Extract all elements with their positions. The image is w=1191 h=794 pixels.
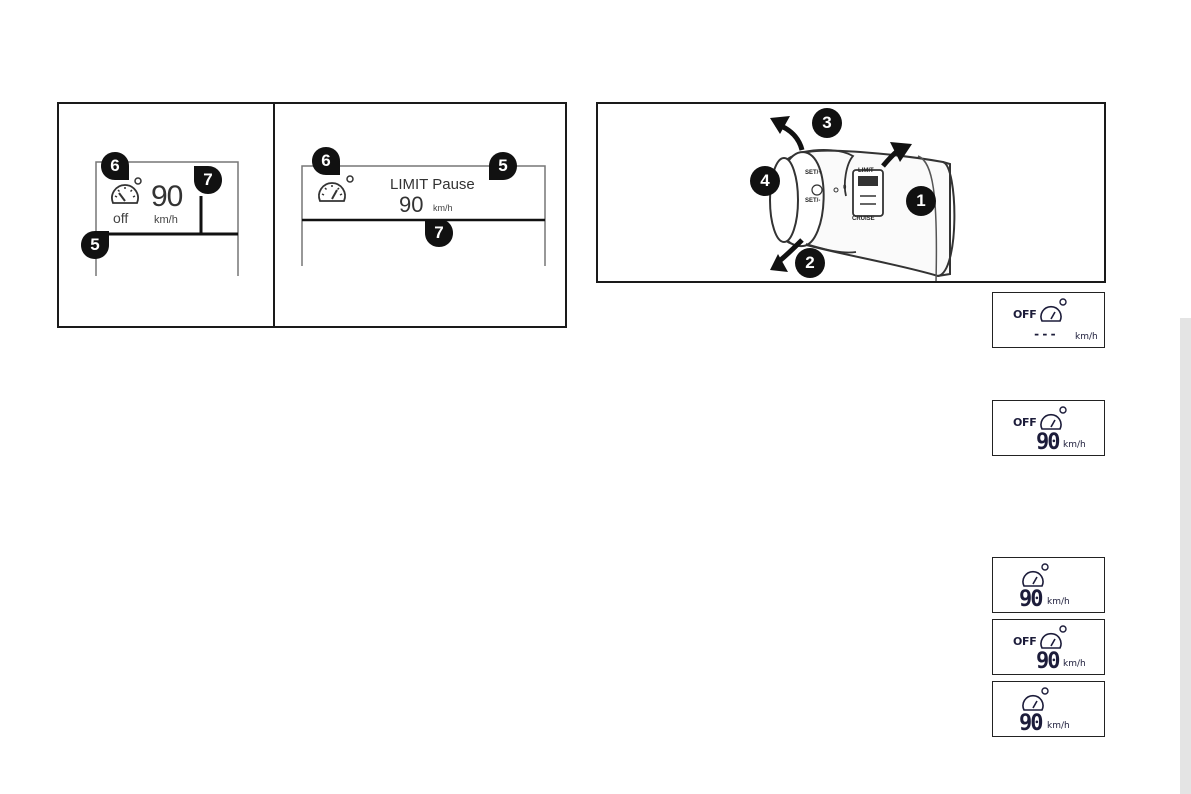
lcd-speed-unit: km/h (1063, 659, 1086, 669)
lcd-speed-value: 90 (1036, 649, 1060, 674)
stalk-label-limit: LIMIT (858, 168, 874, 174)
callout-badge-4: 4 (750, 166, 780, 196)
speedometer-icon (1040, 406, 1067, 430)
callout-badge-5: 5 (80, 230, 110, 260)
lcd-speed-unit: km/h (1047, 597, 1070, 607)
callout-badge-5: 5 (488, 151, 518, 181)
stalk-label-set-minus: SET/- (805, 198, 821, 204)
speedometer-icon (1022, 687, 1049, 711)
lcd-speed-value: 90 (1019, 711, 1043, 736)
callout-badge-7: 7 (193, 165, 223, 195)
limiter-speed-value: 90 (399, 192, 424, 217)
limiter-speed-unit: km/h (433, 203, 453, 213)
lcd-speed-value: 90 (1036, 430, 1060, 455)
stalk-label-zero: 0 (843, 185, 847, 191)
limit-pause-message: LIMIT Pause (390, 176, 475, 193)
speed-limiter-icon (316, 174, 356, 213)
panel-divider (273, 102, 275, 328)
limiter-speed-value: 90 (151, 180, 183, 213)
control-stalk-illustration (769, 116, 956, 281)
page-edge-tab (1180, 318, 1191, 794)
lcd-off-label: OFF (1013, 416, 1037, 429)
lcd-speed-value: 90 (1019, 587, 1043, 612)
callout-badge-2: 2 (795, 248, 825, 278)
lcd-display: 90 km/h (992, 557, 1105, 613)
instrument-panel-figure (57, 102, 567, 328)
lcd-display: 90 km/h (992, 681, 1105, 737)
lcd-display: OFF 90 km/h (992, 400, 1105, 456)
panel-b-outline (301, 165, 546, 266)
callout-badge-1: 1 (906, 186, 936, 216)
lcd-speed-unit: km/h (1063, 440, 1086, 450)
speed-limiter-icon (109, 176, 143, 215)
lcd-display: OFF 90 km/h (992, 619, 1105, 675)
lcd-speed-dashes: --- (1033, 327, 1058, 341)
limiter-status-text: off (113, 210, 129, 226)
speedometer-icon (1040, 298, 1067, 322)
lcd-speed-unit: km/h (1047, 721, 1070, 731)
stalk-label-set-plus: SET/+ (805, 170, 822, 176)
lcd-off-label: OFF (1013, 308, 1037, 321)
limiter-speed-unit: km/h (154, 214, 178, 226)
callout-badge-6: 6 (100, 151, 130, 181)
lcd-display: OFF --- km/h (992, 292, 1105, 348)
panel-a-outline (95, 161, 239, 276)
callout-badge-3: 3 (812, 108, 842, 138)
speedometer-icon (1022, 563, 1049, 587)
lcd-off-label: OFF (1013, 635, 1037, 648)
lcd-speed-unit: km/h (1075, 332, 1098, 342)
callout-badge-6: 6 (311, 146, 341, 176)
stalk-label-cruise: CRUISE (852, 216, 875, 222)
speedometer-icon (1040, 625, 1067, 649)
callout-badge-7: 7 (424, 218, 454, 248)
